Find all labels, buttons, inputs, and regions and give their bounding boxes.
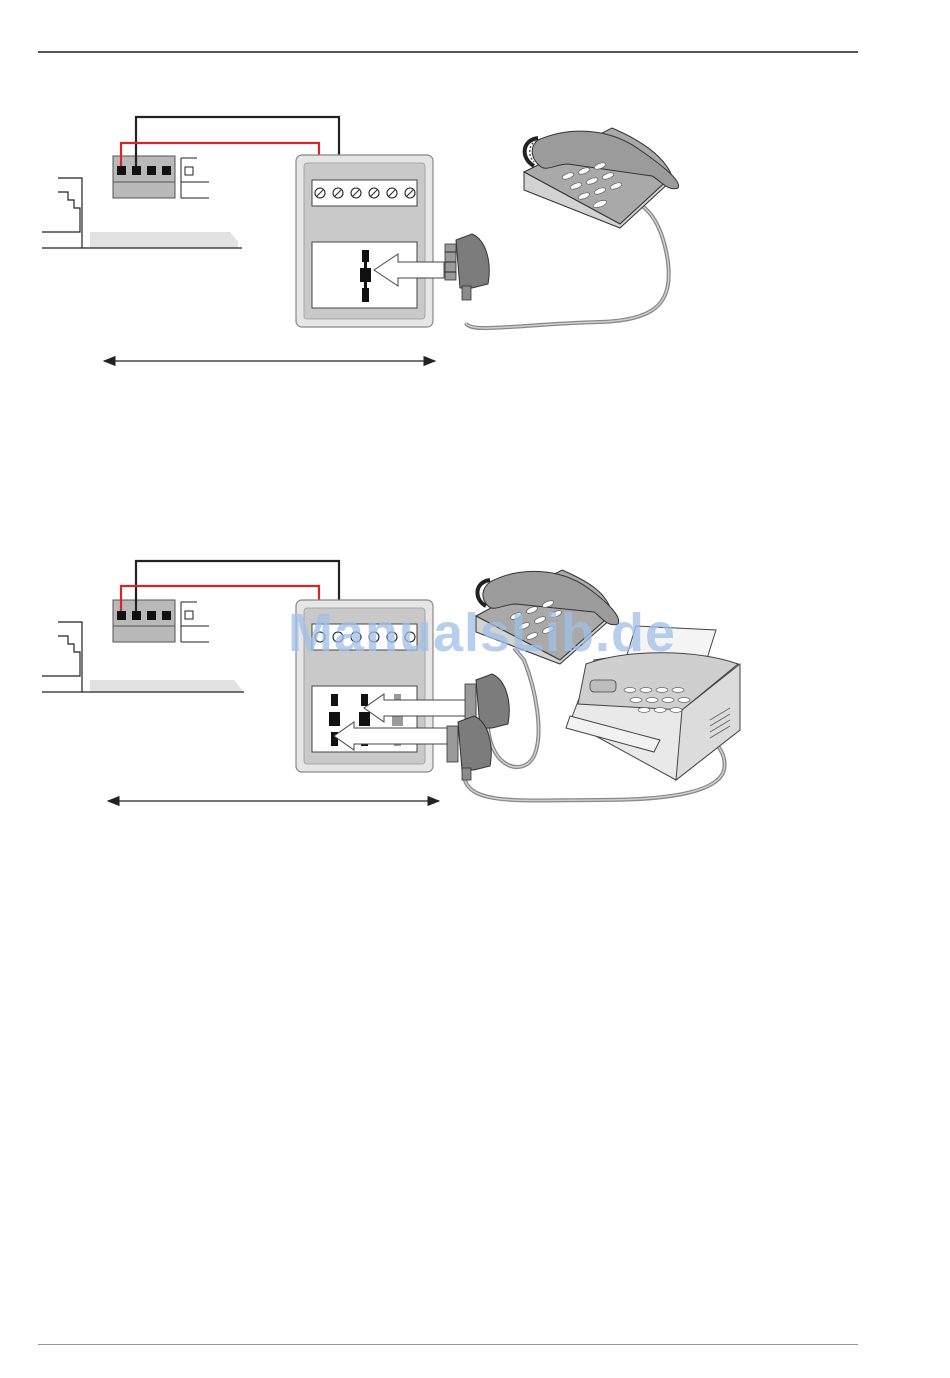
watermark-text: ManualsLib.de xyxy=(288,602,676,664)
terminal-block xyxy=(113,156,209,198)
diagram-phone xyxy=(42,117,679,361)
diagram-phone-fax xyxy=(42,561,740,801)
telephone-icon xyxy=(524,128,679,228)
terminal-block-2 xyxy=(113,600,209,642)
phone-plug xyxy=(445,204,669,328)
wall-socket xyxy=(296,155,444,327)
